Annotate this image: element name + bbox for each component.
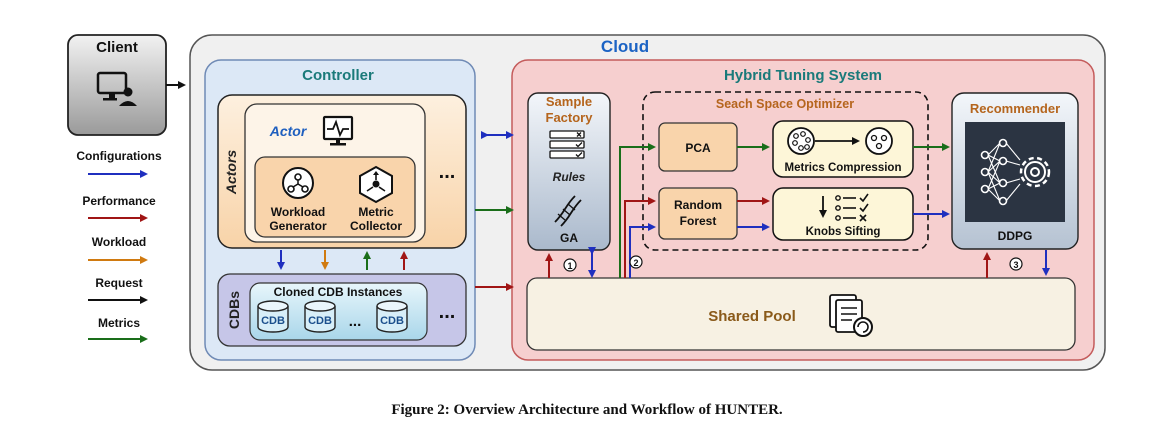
- pca-box: PCA: [658, 122, 738, 172]
- monitor-icon: [322, 115, 354, 146]
- neural-network-icon: [980, 138, 1021, 206]
- recommender-label: Recommender: [970, 101, 1060, 116]
- actors-label: Actors: [223, 150, 239, 196]
- legend-item-configurations: Configurations: [76, 149, 162, 178]
- shared-pool-box: Shared Pool: [526, 277, 1076, 351]
- ddpg-label: DDPG: [998, 229, 1033, 243]
- dna-icon: [554, 195, 582, 227]
- sample-factory-label-line2: Factory: [546, 110, 594, 125]
- pool-to-pca-metrics-arrow: [619, 143, 656, 278]
- search-space-optimizer-box: Seach Space Optimizer: [642, 91, 929, 251]
- recommender-box: Recommender DDPG: [951, 92, 1079, 250]
- cloud-label: Cloud: [601, 37, 649, 56]
- figure-caption: Figure 2: Overview Architecture and Work…: [391, 402, 783, 418]
- cdb-cylinder: CDB: [304, 300, 336, 333]
- legend-item-request: Request: [88, 276, 148, 304]
- legend-item-workload: Workload: [88, 235, 148, 264]
- cloned-cdb-label: Cloned CDB Instances: [274, 285, 403, 299]
- many-metrics-icon: [787, 127, 815, 155]
- cdbs-label: CDBs: [226, 291, 242, 329]
- legend-label-request: Request: [95, 276, 142, 290]
- compressed-metrics-icon: [865, 127, 893, 155]
- actor-label: Actor: [269, 123, 308, 139]
- legend-label-configurations: Configurations: [76, 149, 162, 163]
- legend-label-workload: Workload: [92, 235, 146, 249]
- workload-generator: Workload Generator: [269, 167, 327, 233]
- step-3-badge: [1009, 257, 1023, 271]
- sample-factory-label-line1: Sample: [546, 94, 592, 109]
- metric-collector-label-line1: Metric: [358, 205, 394, 219]
- legend-label-metrics: Metrics: [98, 316, 140, 330]
- step-1-badge: [563, 258, 577, 272]
- controller-label: Controller: [302, 67, 374, 84]
- pool-to-rf-performance-arrow: [624, 197, 656, 278]
- gear-icon: [1019, 156, 1051, 188]
- workload-generator-icon: [282, 167, 314, 199]
- rules-label: Rules: [553, 170, 586, 184]
- legend-item-metrics: Metrics: [88, 316, 148, 343]
- client-box: Client: [67, 34, 167, 136]
- sifting-list-icon: [819, 193, 869, 222]
- step-3-number: 3: [1013, 260, 1018, 270]
- metric-collector: Metric Collector: [350, 165, 402, 233]
- step-2-number: 2: [633, 258, 638, 268]
- cdb-label: CDB: [308, 315, 332, 327]
- workload-generator-label-line2: Generator: [269, 219, 327, 233]
- shared-pool-label: Shared Pool: [708, 308, 796, 325]
- random-forest-label-line1: Random: [674, 198, 722, 212]
- cdbs-ellipsis: ...: [439, 301, 456, 323]
- sample-factory-box: Sample Factory Rules GA: [527, 92, 611, 251]
- metrics-compression-label: Metrics Compression: [785, 162, 902, 174]
- step-2-badge: [629, 255, 643, 269]
- cdb-cylinder: CDB: [376, 300, 408, 333]
- cdb-cylinder: CDB: [257, 300, 289, 333]
- random-forest-label-line2: Forest: [680, 214, 717, 228]
- client-label: Client: [96, 39, 138, 56]
- step-1-number: 1: [567, 261, 572, 271]
- knobs-sifting-label: Knobs Sifting: [806, 226, 881, 238]
- metrics-compression-box: Metrics Compression: [772, 120, 914, 178]
- actors-ellipsis: ...: [439, 161, 456, 183]
- rules-list-icon: [549, 130, 585, 159]
- sso-label: Seach Space Optimizer: [716, 97, 854, 111]
- metric-collector-icon: [359, 165, 393, 204]
- workload-generator-label-line1: Workload: [271, 205, 325, 219]
- knobs-sifting-box: Knobs Sifting: [772, 187, 914, 241]
- legend: Configurations Performance Workload Requ…: [76, 149, 162, 343]
- legend-label-performance: Performance: [82, 194, 156, 208]
- cdb-label: CDB: [380, 315, 404, 327]
- ga-label: GA: [560, 231, 578, 245]
- hts-label: Hybrid Tuning System: [724, 67, 882, 84]
- pca-label: PCA: [685, 141, 711, 155]
- legend-item-performance: Performance: [82, 194, 156, 222]
- random-forest-box: Random Forest: [658, 187, 738, 240]
- cloned-cdb-instances: Cloned CDB Instances CDB CDB ... CDB: [249, 282, 428, 341]
- client-computer-icon: [96, 71, 137, 106]
- metric-collector-label-line2: Collector: [350, 219, 402, 233]
- shared-documents-icon: [829, 294, 873, 337]
- cdb-ellipsis: ...: [349, 313, 362, 330]
- cdb-label: CDB: [261, 315, 285, 327]
